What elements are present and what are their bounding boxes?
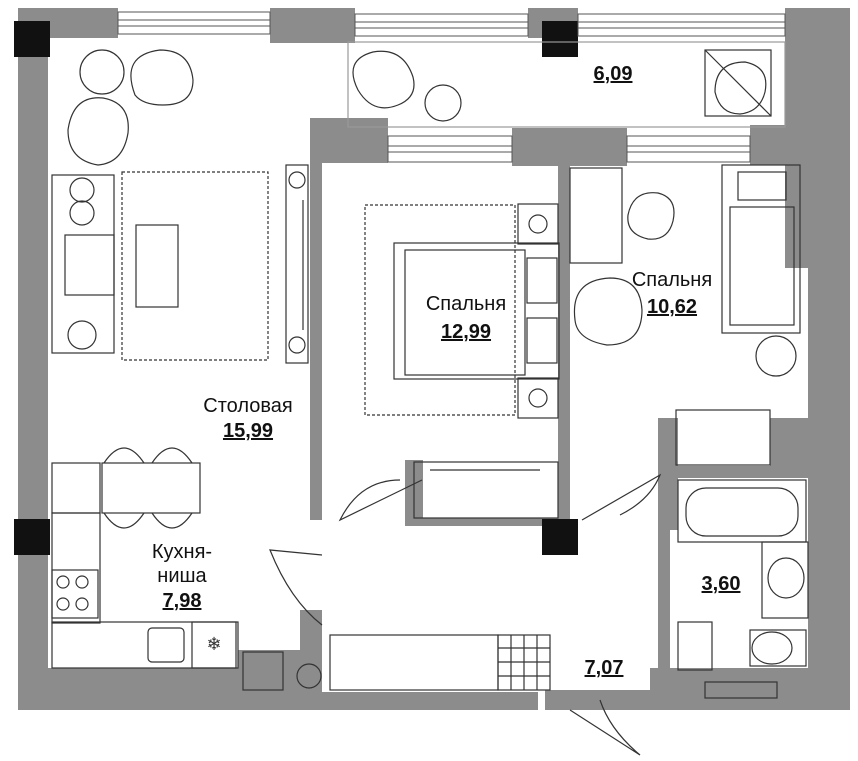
windows: [117, 11, 786, 163]
bathroom-area: 3,60: [702, 573, 741, 595]
living-area: 15,99: [223, 420, 273, 442]
kitchen-name-line1: Кухня-: [152, 541, 212, 563]
bedroom-main-name: Спальня: [426, 293, 506, 315]
hall-area: 7,07: [585, 657, 624, 679]
kitchen-furniture: ❄: [51, 447, 322, 691]
bedroom-second-name: Спальня: [632, 269, 712, 291]
balcony-furniture: [347, 41, 786, 128]
kitchen-area: 7,98: [163, 590, 202, 612]
kitchen-name-line2: ниша: [157, 565, 207, 587]
room-labels: Столовая 15,99 Спальня 12,99 Спальня 10,…: [152, 63, 741, 679]
bedroom-main-furniture: [364, 203, 560, 519]
hall-furniture: [269, 473, 662, 756]
balcony-area: 6,09: [594, 63, 633, 85]
bedroom-second-area: 10,62: [647, 296, 697, 318]
bedroom-second-furniture: [569, 164, 801, 466]
living-furniture: [51, 49, 309, 364]
bathroom-fixtures: [677, 479, 809, 699]
svg-text:❄: ❄: [206, 634, 221, 654]
bedroom-main-area: 12,99: [441, 321, 491, 343]
columns: [14, 21, 578, 555]
walls: [18, 8, 850, 710]
living-name: Столовая: [203, 395, 292, 417]
